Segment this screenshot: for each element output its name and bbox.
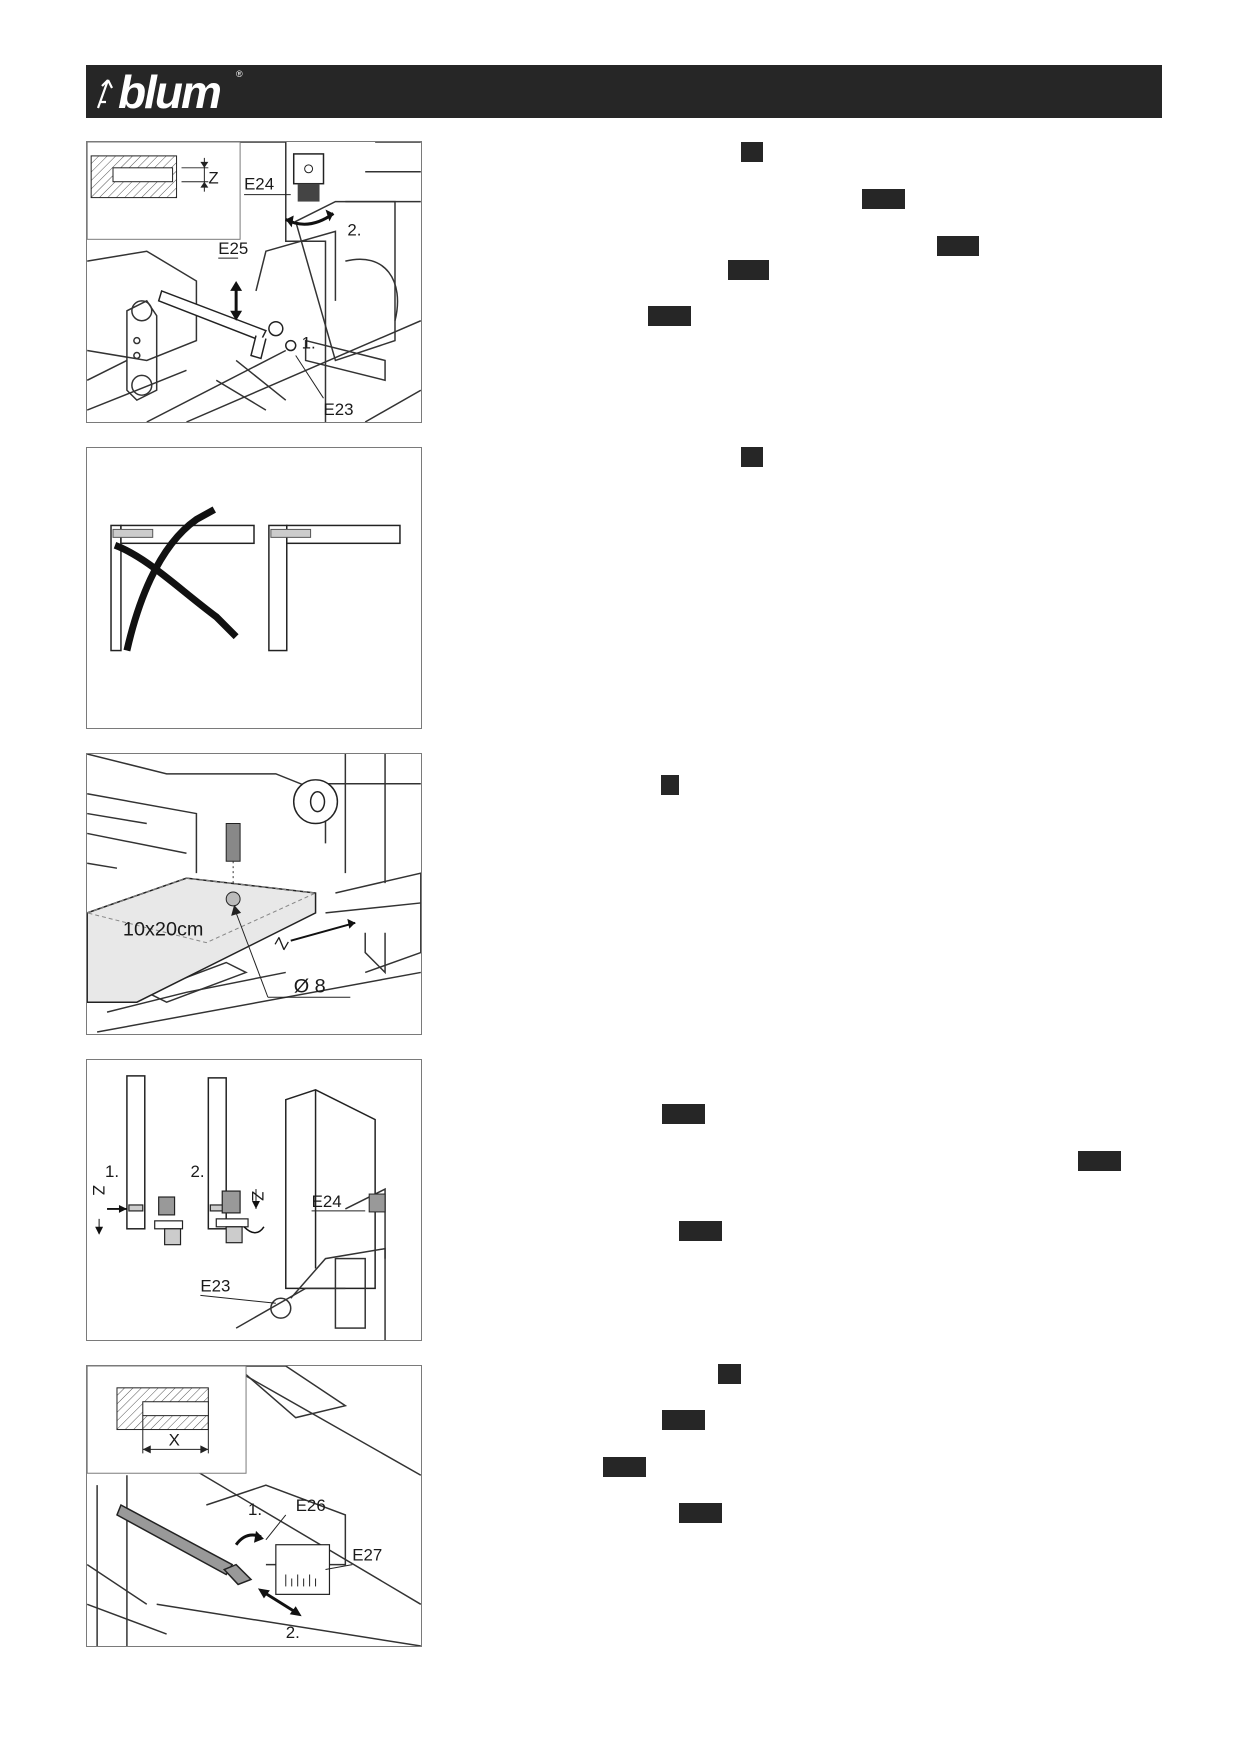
reference-marker — [937, 236, 979, 256]
fig5-e26-label: E26 — [296, 1496, 326, 1515]
fig3-size-label: 10x20cm — [123, 919, 204, 941]
fig3-diameter-label: Ø 8 — [294, 975, 326, 997]
reference-marker — [741, 447, 763, 467]
fig5-e27-label: E27 — [352, 1546, 382, 1565]
fig4-e24-label: E24 — [312, 1192, 342, 1211]
reference-marker — [603, 1457, 646, 1477]
registered-mark: ® — [236, 69, 243, 79]
figure-1-height-adjustment: Z E24 E25 2. 1. E23 — [86, 141, 422, 423]
reference-marker — [662, 1410, 705, 1430]
fig1-step1-label: 1. — [302, 334, 316, 353]
reference-marker — [718, 1364, 741, 1384]
reference-marker — [728, 260, 769, 280]
reference-marker — [662, 1104, 705, 1124]
logo-text: blum — [118, 65, 222, 118]
figure-5-x-adjustment: X 1. E26 E27 2. — [86, 1365, 422, 1647]
fig4-step2-label: 2. — [190, 1162, 204, 1181]
figure-3-test-drilling: 10x20cm Ø 8 Z — [86, 753, 422, 1035]
fig4-e23-label: E23 — [200, 1276, 230, 1295]
fig1-e23-label: E23 — [324, 400, 354, 419]
reference-marker — [679, 1503, 722, 1523]
header-bar: blum ® — [86, 65, 1162, 118]
arrow-logo-icon — [96, 78, 113, 108]
fig5-x-label: X — [169, 1430, 180, 1449]
reference-marker — [648, 306, 691, 326]
fig1-step2-label: 2. — [347, 220, 361, 239]
fig4-step1-label: 1. — [105, 1162, 119, 1181]
fig4-z-left-label: Z — [89, 1185, 108, 1195]
reference-marker — [679, 1221, 722, 1241]
fig1-z-label: Z — [208, 169, 218, 188]
fig1-e25-label: E25 — [218, 239, 248, 258]
reference-marker — [1078, 1151, 1121, 1171]
reference-marker — [661, 775, 679, 795]
reference-marker — [862, 189, 905, 209]
fig3-z-label: Z — [271, 934, 293, 952]
fig1-e24-label: E24 — [244, 175, 274, 194]
figure-2-correct-incorrect — [86, 447, 422, 729]
fig5-step2-label: 2. — [286, 1623, 300, 1642]
reference-marker — [741, 142, 763, 162]
fig4-z-right-label: Z — [248, 1191, 267, 1201]
blum-logo: blum — [94, 65, 222, 118]
fig5-step1-label: 1. — [248, 1500, 262, 1519]
figure-4-z-correction: 1. 2. Z Z E24 E23 — [86, 1059, 422, 1341]
